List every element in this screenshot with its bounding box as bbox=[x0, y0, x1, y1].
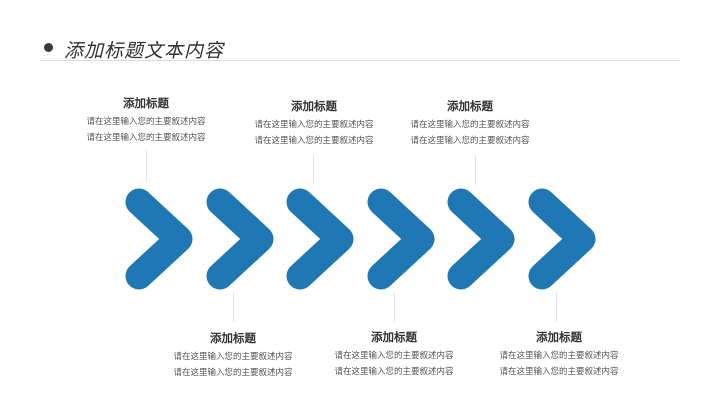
connector-line bbox=[475, 155, 476, 185]
connector-line bbox=[556, 292, 557, 322]
step-title: 添加标题 bbox=[210, 331, 256, 345]
step-description: 请在这里输入您的主要叙述内容 bbox=[410, 120, 530, 130]
step-text-block: 添加标题 请在这里输入您的主要叙述内容 请在这里输入您的主要叙述内容 bbox=[319, 329, 469, 380]
step-text-block: 添加标题 请在这里输入您的主要叙述内容 请在这里输入您的主要叙述内容 bbox=[484, 329, 634, 380]
step-title: 添加标题 bbox=[447, 99, 493, 113]
step-description: 请在这里输入您的主要叙述内容 bbox=[334, 351, 454, 361]
step-title: 添加标题 bbox=[536, 330, 582, 344]
step-description: 请在这里输入您的主要叙述内容 bbox=[334, 367, 454, 377]
connector-line bbox=[394, 292, 395, 322]
chevron-right-icon bbox=[206, 188, 274, 290]
step-description: 请在这里输入您的主要叙述内容 bbox=[499, 351, 619, 361]
chevron-right-icon bbox=[447, 188, 515, 290]
connector-line bbox=[146, 150, 147, 182]
chevron-right-icon bbox=[125, 188, 193, 290]
step-title: 添加标题 bbox=[371, 330, 417, 344]
chevron-right-icon bbox=[367, 188, 435, 290]
step-description: 请在这里输入您的主要叙述内容 bbox=[173, 352, 293, 362]
chevron-right-icon bbox=[286, 188, 354, 290]
step-title: 添加标题 bbox=[123, 96, 169, 110]
page-title: 添加标题文本内容 bbox=[64, 40, 225, 62]
step-description: 请在这里输入您的主要叙述内容 bbox=[86, 117, 206, 127]
connector-line bbox=[233, 292, 234, 322]
step-text-block: 添加标题 请在这里输入您的主要叙述内容 请在这里输入您的主要叙述内容 bbox=[71, 95, 221, 146]
step-text-block: 添加标题 请在这里输入您的主要叙述内容 请在这里输入您的主要叙述内容 bbox=[239, 98, 389, 149]
step-description: 请在这里输入您的主要叙述内容 bbox=[499, 367, 619, 377]
connector-line bbox=[313, 155, 314, 185]
bullet-icon bbox=[44, 43, 53, 52]
step-description: 请在这里输入您的主要叙述内容 bbox=[173, 368, 293, 378]
step-text-block: 添加标题 请在这里输入您的主要叙述内容 请在这里输入您的主要叙述内容 bbox=[158, 330, 308, 381]
step-title: 添加标题 bbox=[291, 99, 337, 113]
step-description: 请在这里输入您的主要叙述内容 bbox=[86, 133, 206, 143]
step-description: 请在这里输入您的主要叙述内容 bbox=[254, 120, 374, 130]
step-text-block: 添加标题 请在这里输入您的主要叙述内容 请在这里输入您的主要叙述内容 bbox=[395, 98, 545, 149]
chevron-right-icon bbox=[528, 188, 596, 290]
step-description: 请在这里输入您的主要叙述内容 bbox=[254, 136, 374, 146]
step-description: 请在这里输入您的主要叙述内容 bbox=[410, 136, 530, 146]
header-divider bbox=[40, 60, 680, 61]
